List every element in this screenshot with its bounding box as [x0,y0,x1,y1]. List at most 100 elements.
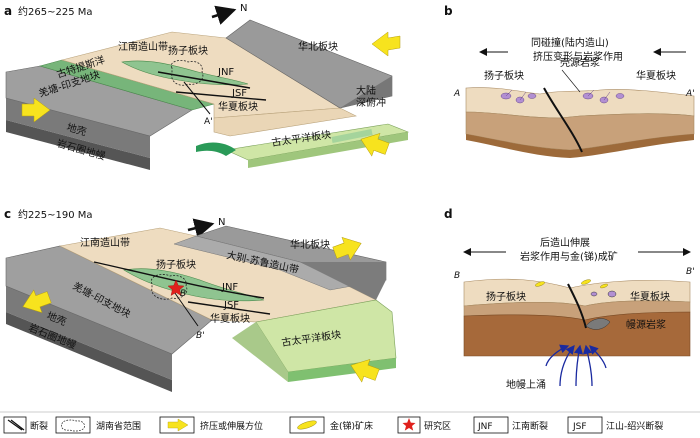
cathaysia-label-b: 华夏板块 [636,69,676,82]
section-lower-b [465,111,695,151]
north-china-side-c [300,262,386,300]
legend-label-jsf: 江山-绍兴断裂 [606,420,663,432]
legend-item-jnf: JNF 江南断裂 [473,416,548,434]
north-arrow-c: N [187,217,225,238]
legend-label-fault: 断裂 [30,420,48,432]
jnf-fault-a [157,71,251,89]
subduction-slab-a [196,142,236,156]
cathaysia-surface-a [213,107,357,137]
mantle-magma-label-d: 幔源岩浆 [626,318,666,331]
north-china-side-a [340,76,392,108]
legend-item-deposit: 金(锑)矿床 [289,416,373,434]
legend-label-arrow: 挤压或伸展方位 [200,420,263,432]
yangtze-label-a: 扬子板块 [168,44,208,57]
yangtze-label-d: 扬子板块 [486,290,526,303]
hunan-outline-a [170,60,204,86]
compression-arrow-a2 [21,97,51,123]
pacific-plate-side-c [232,322,288,382]
compression-arrow-a1 [371,31,401,57]
gold-deposits-d [535,279,608,289]
mantle-magma-d [585,290,617,330]
upwelling-arrows-d [545,344,607,387]
legend-box-jnf: JNF [477,422,493,432]
lithosphere-front-c [6,312,172,392]
aprime-label-a: A' [204,117,213,127]
section-mantle-b [466,134,694,158]
pacific-arrow-a [331,129,373,143]
yangtze-label-b: 扬子板块 [484,69,524,82]
legend-box-jsf: JSF [572,422,587,432]
trench-label-a-1: 大陆 [356,84,376,97]
jiangnan-label-a: 江南造山带 [118,40,168,53]
yangtze-label-c: 扬子板块 [156,258,196,271]
section-line-a [183,81,211,115]
a-label-b: A [453,89,460,99]
trench-label-a-2: 深俯冲 [356,96,386,109]
fault-d [567,283,587,329]
jnf-label-c: JNF [221,282,238,293]
panel-b: b 同碰撞(陆内造山) 挤压变形与岩浆作用 扬子板块 壳源岩浆 华夏板块 A A… [444,4,695,158]
jiangnan-belt-a [121,60,249,86]
hunan-outline-c [150,274,188,300]
legend-item-fault: 断裂 [3,416,48,434]
legend-label-deposit: 金(锑)矿床 [330,420,373,432]
bprime-label-d: B' [686,267,695,277]
panel-a-letter: a [4,4,12,18]
north-china-label-a: 华北板块 [298,40,338,53]
cathaysia-label-d: 华夏板块 [630,290,670,303]
legend-item-jsf: JSF 江山-绍兴断裂 [567,416,663,434]
pacific-plate-front-c [288,358,396,382]
jiangnan-label-c: 江南造山带 [80,236,130,249]
panel-b-title2: 挤压变形与岩浆作用 [533,50,623,63]
section-mantle-d [463,311,691,357]
red-star-icon [402,418,416,431]
jsf-fault-c [187,301,271,315]
aprime-label-b: A' [685,89,695,99]
study-area-star-c [167,279,185,296]
lithosphere-front-a [6,120,150,170]
magma-ray-b [505,89,611,101]
panel-c-letter: c [4,207,11,221]
jnf-fault-c [93,261,265,299]
fault-icon [7,419,25,431]
cathaysia-label-a: 华夏板块 [218,100,258,113]
compression-arrow-a3 [360,133,390,157]
legend-item-arrow: 挤压或伸展方位 [159,416,263,434]
cathaysia-label-c: 华夏板块 [210,312,250,325]
jsf-label-a: JSF [231,88,247,99]
legend: 断裂 湖南省范围 挤压或伸展方位 金(锑)矿床 研究区 JNF 江南断裂 [0,411,700,438]
extension-arrow-c2 [22,289,52,313]
panel-a: a 约265~225 Ma N 江南 [4,3,410,170]
crustal-magma-label-b: 壳源岩浆 [560,56,600,69]
panel-c: c 约225~190 Ma N 江南造山带 扬子板块 [4,207,397,392]
section-upper-b [465,87,695,119]
jsf-label-c: JSF [223,300,239,311]
north-label-a: N [240,3,247,14]
hunan-outline-icon [61,419,85,432]
legend-item-star: 研究区 [397,416,451,434]
north-china-label-c: 华北板块 [290,238,330,251]
qiangtang-block-a [5,65,193,137]
panel-c-title: 约225~190 Ma [18,208,93,221]
extension-arrow-c1 [332,237,362,261]
legend-item-hunan: 湖南省范围 [55,416,141,434]
panel-d-title2: 岩浆作用与金(锑)成矿 [520,250,618,263]
crust-front-c [6,286,172,380]
panel-b-letter: b [444,4,453,18]
legend-label-jnf: 江南断裂 [512,420,548,432]
bprime-label-c: B' [196,331,205,341]
panel-b-title1: 同碰撞(陆内造山) [531,36,609,49]
legend-label-star: 研究区 [424,420,451,432]
magma-leader-b [561,69,581,93]
yellow-arrow-icon [167,418,189,432]
gold-deposit-icon [297,420,317,430]
panel-a-title: 约265~225 Ma [18,5,93,18]
panel-d: d 后造山伸展 岩浆作用与金(锑)成矿 B B' 扬子板块 [444,207,695,391]
legend-label-hunan: 湖南省范围 [96,420,141,432]
jnf-label-a: JNF [217,67,234,78]
jsf-fault-a [175,91,267,101]
fault-b [543,87,583,153]
upwelling-label-d: 地幔上涌 [506,378,546,391]
